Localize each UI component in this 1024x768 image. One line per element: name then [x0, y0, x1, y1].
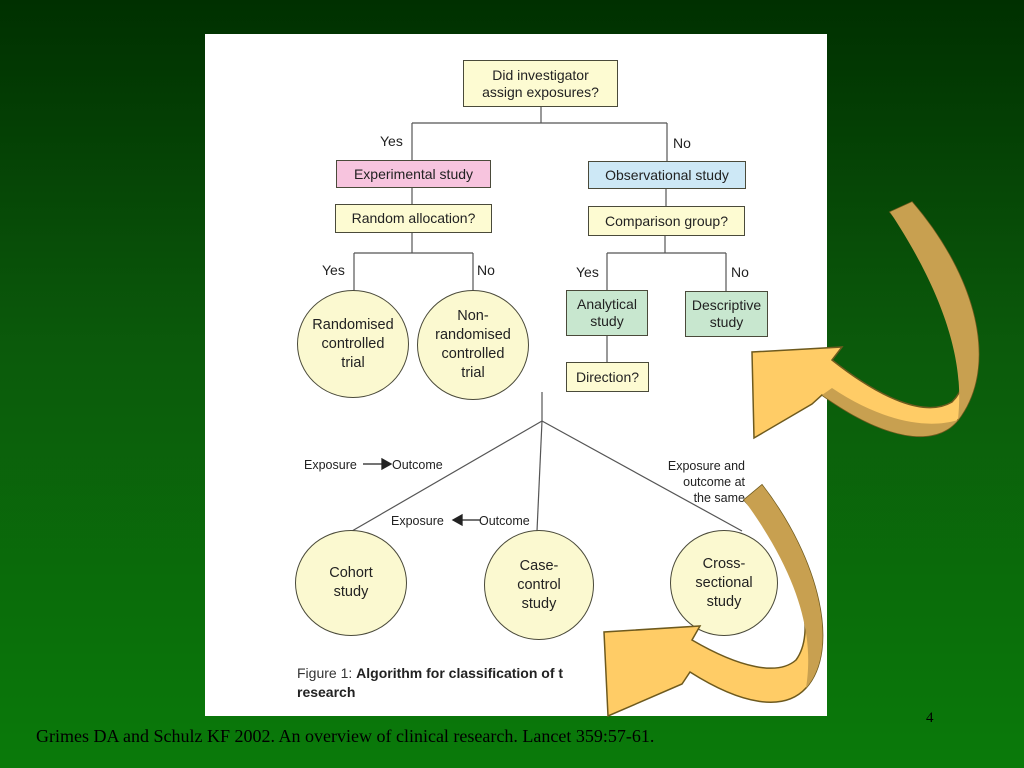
- label-random-no: No: [477, 262, 495, 278]
- node-did-investigator-assign-exposures: Did investigator assign exposures?: [463, 60, 618, 107]
- caption-title: Algorithm for classification of t: [356, 665, 564, 681]
- lower-curved-arrow-icon: [603, 483, 824, 718]
- node-observational-study: Observational study: [588, 161, 746, 189]
- upper-curved-arrow-icon: [751, 201, 980, 440]
- node-descriptive-study: Descriptive study: [685, 291, 768, 337]
- label-cross-sectional-edge: Exposure and outcome at the same: [667, 459, 745, 505]
- node-non-randomised-controlled-trial: Non- randomised controlled trial: [417, 290, 529, 400]
- citation-text: Grimes DA and Schulz KF 2002. An overvie…: [36, 726, 655, 746]
- node-cohort-study: Cohort study: [295, 530, 407, 636]
- node-experimental-study: Experimental study: [336, 160, 491, 188]
- node-cross-sectional-study: Cross- sectional study: [670, 530, 778, 636]
- node-direction: Direction?: [566, 362, 649, 392]
- connector-lines: [351, 107, 743, 532]
- figure-caption: Figure 1: Algorithm for classification o…: [297, 664, 797, 702]
- label-case-outcome: Outcome: [479, 514, 530, 528]
- node-random-allocation: Random allocation?: [335, 204, 492, 233]
- label-root-yes: Yes: [380, 133, 403, 149]
- node-case-control-study: Case- control study: [484, 530, 594, 640]
- label-comparison-yes: Yes: [576, 264, 599, 280]
- label-root-no: No: [673, 135, 691, 151]
- label-cohort-exposure: Exposure: [304, 458, 357, 472]
- label-case-exposure: Exposure: [391, 514, 444, 528]
- page-number: 4: [926, 710, 934, 726]
- figure-panel: Did investigator assign exposures? Exper…: [205, 34, 827, 716]
- label-comparison-no: No: [731, 264, 749, 280]
- caption-prefix: Figure 1:: [297, 665, 353, 681]
- node-randomised-controlled-trial: Randomised controlled trial: [297, 290, 409, 398]
- caption-line-2: research: [297, 684, 356, 700]
- node-analytical-study: Analytical study: [566, 290, 648, 336]
- node-comparison-group: Comparison group?: [588, 206, 745, 236]
- label-random-yes: Yes: [322, 262, 345, 278]
- label-cohort-outcome: Outcome: [392, 458, 443, 472]
